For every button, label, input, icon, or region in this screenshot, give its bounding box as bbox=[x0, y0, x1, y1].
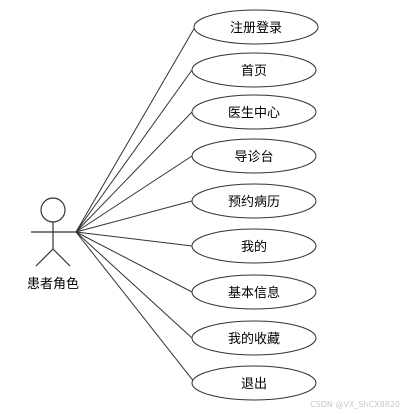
use-case-5: 预约病历 bbox=[191, 183, 317, 219]
use-case-ellipse bbox=[193, 9, 319, 45]
association-line-8 bbox=[75, 231, 193, 339]
association-line-3 bbox=[75, 111, 193, 233]
actor-head bbox=[40, 197, 66, 223]
association-lines bbox=[75, 26, 196, 384]
use-case-3: 医生中心 bbox=[191, 94, 317, 130]
use-case-ellipse bbox=[191, 365, 317, 401]
association-line-5 bbox=[75, 200, 193, 233]
use-case-2: 首页 bbox=[191, 52, 317, 88]
association-line-7 bbox=[75, 231, 193, 293]
use-case-6: 我的 bbox=[191, 228, 317, 264]
use-case-label: 导诊台 bbox=[234, 150, 273, 165]
use-case-label: 基本信息 bbox=[228, 285, 280, 301]
use-case-label: 注册登录 bbox=[230, 21, 282, 36]
actor-right-leg bbox=[52, 248, 71, 267]
association-line-4 bbox=[75, 155, 193, 233]
use-case-ellipse bbox=[191, 52, 317, 88]
use-case-9: 退出 bbox=[191, 365, 317, 401]
use-case-1: 注册登录 bbox=[193, 9, 319, 45]
association-line-1 bbox=[75, 26, 196, 233]
use-case-label: 首页 bbox=[241, 64, 267, 79]
use-case-8: 我的收藏 bbox=[191, 320, 317, 356]
use-case-4: 导诊台 bbox=[191, 138, 317, 174]
association-line-9 bbox=[75, 231, 196, 384]
use-case-ellipse bbox=[191, 274, 317, 310]
use-case-ellipse bbox=[191, 94, 317, 130]
association-line-6 bbox=[75, 231, 193, 247]
use-case-ellipse bbox=[191, 138, 317, 174]
actor-label: 患者角色 bbox=[27, 276, 79, 292]
use-case-7: 基本信息 bbox=[191, 274, 317, 310]
association-line-2 bbox=[75, 69, 193, 233]
actor-left-leg bbox=[35, 248, 54, 267]
use-case-label: 预约病历 bbox=[228, 195, 280, 210]
use-case-ellipse bbox=[191, 320, 317, 356]
use-case-ellipse bbox=[191, 228, 317, 264]
watermark: CSDN @VX_ShCX8820 bbox=[310, 400, 400, 409]
use-case-label: 医生中心 bbox=[228, 106, 280, 121]
use-case-label: 退出 bbox=[241, 377, 267, 392]
actor: 患者角色 bbox=[27, 197, 79, 292]
use-case-label: 我的收藏 bbox=[228, 331, 280, 347]
use-case-ellipse bbox=[191, 183, 317, 219]
use-case-label: 我的 bbox=[241, 239, 267, 255]
